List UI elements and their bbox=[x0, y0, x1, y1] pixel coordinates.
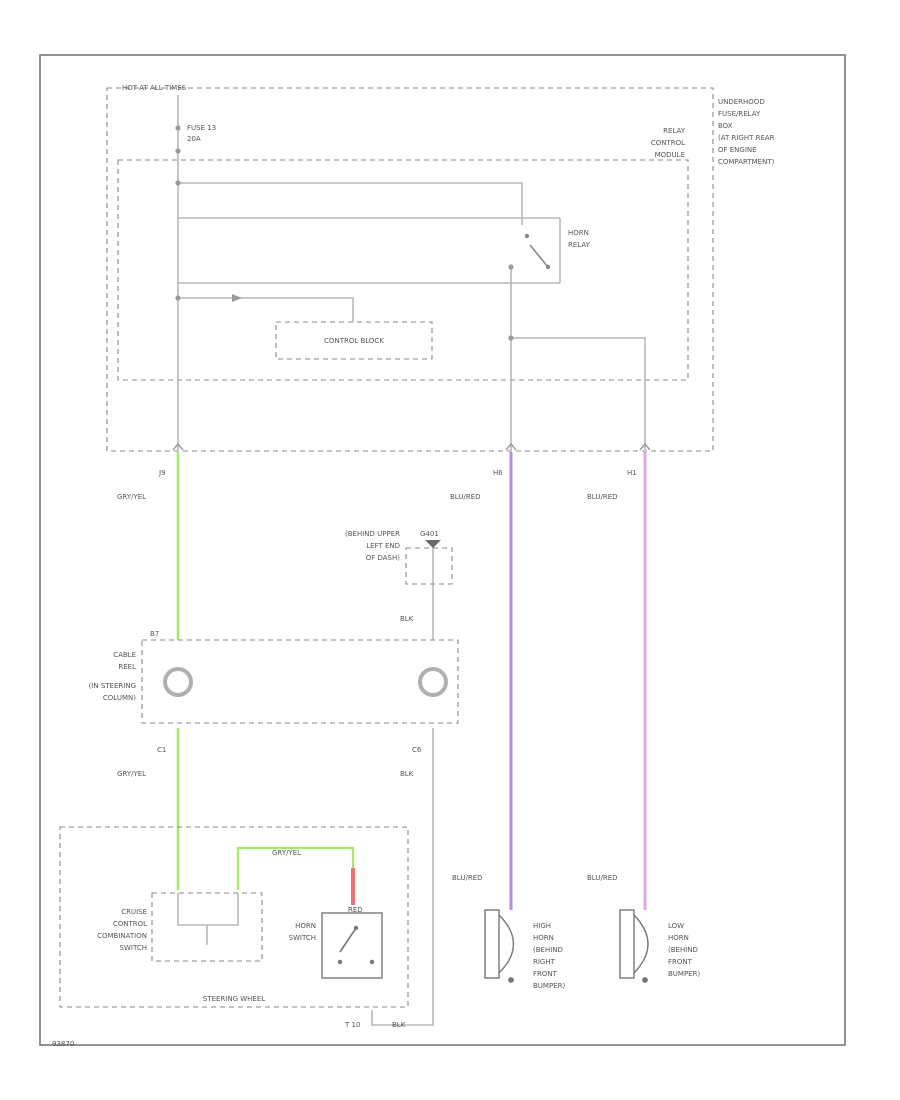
horn-relay-contact bbox=[524, 233, 551, 270]
svg-text:BUMPER): BUMPER) bbox=[533, 982, 565, 990]
label-high-horn: HIGH HORN (BEHIND RIGHT FRONT BUMPER) bbox=[533, 922, 565, 990]
label-low-horn: LOW HORN (BEHIND FRONT BUMPER) bbox=[668, 922, 700, 978]
label-wire-gry-yel-2: GRY/YEL bbox=[117, 770, 146, 778]
svg-text:RIGHT: RIGHT bbox=[533, 958, 556, 966]
svg-text:LEFT END: LEFT END bbox=[366, 542, 400, 550]
label-underhood-box: UNDERHOOD FUSE/RELAY BOX (AT RIGHT REAR … bbox=[718, 98, 775, 166]
cable-reel-coil-right bbox=[418, 667, 448, 697]
internal-wiring bbox=[177, 95, 646, 450]
svg-text:(BEHIND: (BEHIND bbox=[533, 946, 563, 954]
label-ground-g401: G401 bbox=[420, 530, 439, 538]
svg-text:COLUMN): COLUMN) bbox=[103, 694, 136, 702]
svg-text:(AT RIGHT REAR: (AT RIGHT REAR bbox=[718, 134, 775, 142]
svg-text:CONTROL: CONTROL bbox=[651, 139, 685, 147]
label-connector-c6: C6 bbox=[412, 746, 422, 754]
svg-text:COMBINATION: COMBINATION bbox=[97, 932, 147, 940]
label-wire-blu-red-3: BLU/RED bbox=[452, 874, 483, 882]
label-connector-h1: H1 bbox=[627, 469, 637, 477]
label-connector-b7: B7 bbox=[150, 630, 159, 638]
svg-text:RELAY: RELAY bbox=[663, 127, 686, 135]
box-connectors bbox=[172, 442, 651, 451]
svg-text:MODULE: MODULE bbox=[655, 151, 685, 159]
svg-text:OF ENGINE: OF ENGINE bbox=[718, 146, 757, 154]
control-block-outline bbox=[275, 321, 433, 360]
svg-text:HIGH: HIGH bbox=[533, 922, 551, 930]
svg-text:BOX: BOX bbox=[718, 122, 733, 130]
label-ground-location: (BEHIND UPPER LEFT END OF DASH) bbox=[345, 530, 400, 562]
diagram-frame bbox=[39, 54, 846, 1046]
svg-text:HORN: HORN bbox=[295, 922, 316, 930]
label-wire-blu-red-1: BLU/RED bbox=[450, 493, 481, 501]
label-cable-reel: CABLE REEL (IN STEERING COLUMN) bbox=[89, 651, 137, 702]
svg-text:COMPARTMENT): COMPARTMENT) bbox=[718, 158, 775, 166]
diode-arrow-icon bbox=[232, 294, 242, 302]
cruise-switch-outline bbox=[151, 892, 263, 962]
cable-reel-outline bbox=[141, 639, 459, 724]
svg-text:BUMPER): BUMPER) bbox=[668, 970, 700, 978]
label-wire-gry-yel-3: GRY/YEL bbox=[272, 849, 301, 857]
svg-text:LOW: LOW bbox=[668, 922, 684, 930]
underhood-box-outline bbox=[106, 87, 714, 452]
svg-text:SWITCH: SWITCH bbox=[289, 934, 316, 942]
label-fuse-rating: 20A bbox=[187, 135, 201, 143]
horn-switch-body bbox=[321, 912, 383, 979]
svg-text:FUSE/RELAY: FUSE/RELAY bbox=[718, 110, 761, 118]
label-connector-j9: J9 bbox=[158, 469, 166, 477]
label-diagram-code: 93870 bbox=[52, 1040, 74, 1048]
label-wire-blu-red-2: BLU/RED bbox=[587, 493, 618, 501]
svg-text:CRUISE: CRUISE bbox=[121, 908, 147, 916]
relay-module-outline bbox=[117, 159, 689, 381]
label-wire-blk-3: BLK bbox=[392, 1021, 406, 1029]
svg-text:HORN: HORN bbox=[668, 934, 689, 942]
svg-text:CONTROL: CONTROL bbox=[113, 920, 147, 928]
svg-text:OF DASH): OF DASH) bbox=[366, 554, 401, 562]
label-fuse-name: FUSE 13 bbox=[187, 124, 216, 132]
label-wire-gry-yel-1: GRY/YEL bbox=[117, 493, 146, 501]
svg-text:(BEHIND UPPER: (BEHIND UPPER bbox=[345, 530, 400, 538]
label-relay-module: RELAY CONTROL MODULE bbox=[651, 127, 686, 159]
cruise-switch-internal bbox=[177, 893, 239, 926]
svg-text:REEL: REEL bbox=[118, 663, 136, 671]
label-horn-switch: HORN SWITCH bbox=[289, 922, 316, 942]
svg-text:(BEHIND: (BEHIND bbox=[668, 946, 698, 954]
cable-reel-coil-left bbox=[163, 667, 193, 697]
steering-wheel-outline bbox=[59, 826, 409, 1008]
label-wire-blk-2: BLK bbox=[400, 770, 414, 778]
label-control-block: CONTROL BLOCK bbox=[324, 337, 384, 345]
svg-text:SWITCH: SWITCH bbox=[120, 944, 147, 952]
label-hot-at-all-times: HOT AT ALL TIMES bbox=[122, 84, 187, 92]
label-cruise-switch: CRUISE CONTROL COMBINATION SWITCH bbox=[97, 908, 147, 952]
svg-text:HORN: HORN bbox=[533, 934, 554, 942]
svg-text:HORN: HORN bbox=[568, 229, 589, 237]
svg-text:(IN STEERING: (IN STEERING bbox=[89, 682, 136, 690]
svg-text:FRONT: FRONT bbox=[668, 958, 693, 966]
svg-text:FRONT: FRONT bbox=[533, 970, 558, 978]
svg-text:RELAY: RELAY bbox=[568, 241, 591, 249]
svg-text:CABLE: CABLE bbox=[113, 651, 136, 659]
label-wire-red: RED bbox=[348, 906, 363, 914]
label-connector-c1: C1 bbox=[157, 746, 166, 754]
label-ground-point: T 10 bbox=[344, 1021, 360, 1029]
horn-switch-contact bbox=[339, 927, 357, 953]
junction-dots bbox=[175, 125, 514, 341]
label-wire-blu-red-4: BLU/RED bbox=[587, 874, 618, 882]
svg-text:UNDERHOOD: UNDERHOOD bbox=[718, 98, 765, 106]
label-wire-blk-1: BLK bbox=[400, 615, 414, 623]
label-horn-relay: HORN RELAY bbox=[568, 229, 591, 249]
label-steering-wheel: STEERING WHEEL bbox=[203, 995, 265, 1003]
ground-wiring bbox=[371, 540, 453, 1026]
low-horn-icon bbox=[619, 909, 649, 983]
wire-gry-yel-switch bbox=[236, 846, 355, 890]
high-horn-icon bbox=[484, 909, 515, 983]
label-connector-h6: H6 bbox=[493, 469, 503, 477]
